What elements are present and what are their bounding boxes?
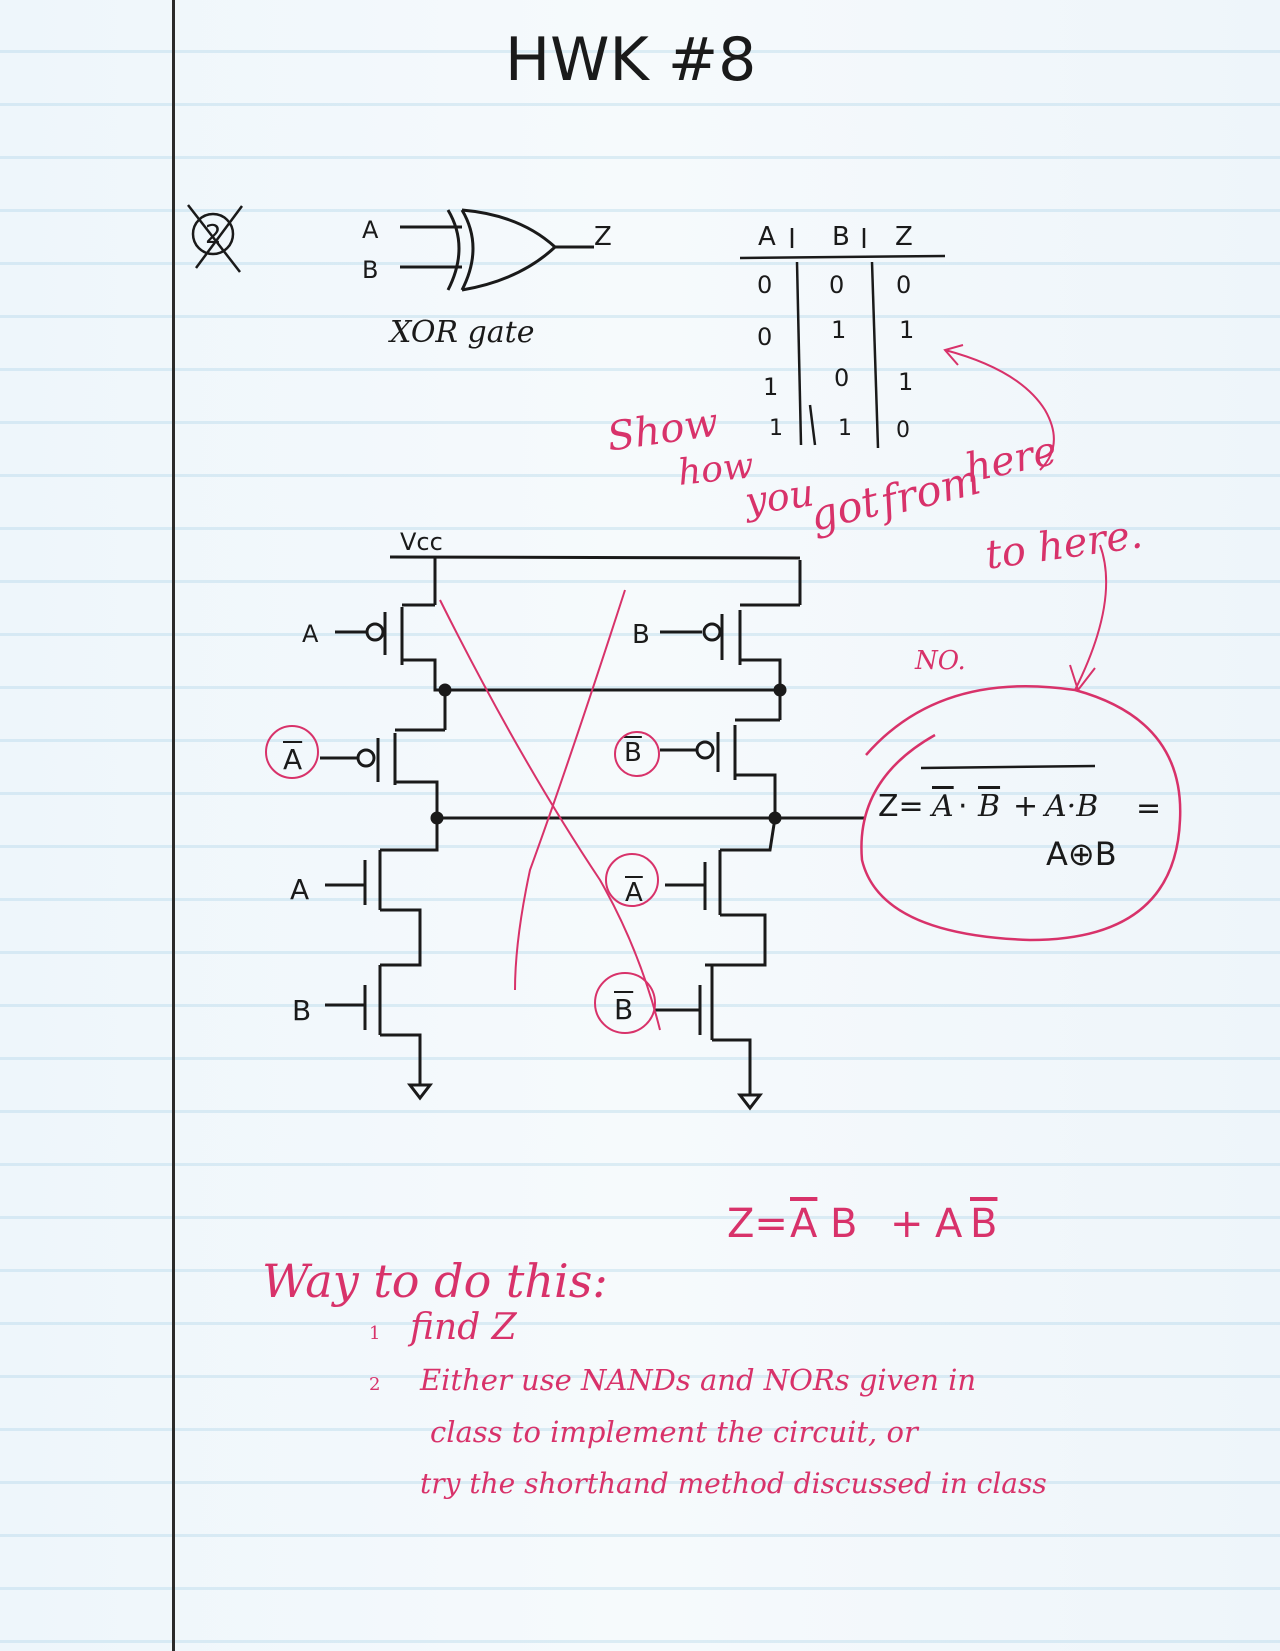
equation-equals: = — [1136, 791, 1162, 826]
comment-no: NO. — [915, 646, 966, 676]
margin-line — [172, 0, 175, 1651]
pmos-b-label: B — [632, 620, 650, 650]
table-cell: 1 — [838, 416, 852, 441]
table-cell: 0 — [896, 271, 912, 299]
table-cell: 0 — [829, 271, 845, 299]
problem-number-mark — [187, 204, 244, 273]
equation-term2: A·B — [1045, 789, 1099, 824]
pmos-b-bar-label: B — [624, 738, 642, 768]
table-cell: 0 — [896, 418, 910, 443]
step2-line3: try the shorthand method discussed in cl… — [420, 1467, 1047, 1500]
equation-result: A⊕B — [1046, 835, 1117, 873]
truth-table-lines — [739, 228, 946, 449]
step2-line2: class to implement the circuit, or — [430, 1415, 918, 1449]
table-cell: 1 — [899, 316, 915, 344]
z-answer-b-bar: B — [970, 1201, 998, 1247]
pmos-a-label: A — [302, 620, 319, 648]
nmos-b-bar-label: B — [614, 993, 634, 1026]
instructions-heading: Way to do this: — [262, 1254, 608, 1308]
equation-b-bar: B — [978, 789, 1001, 824]
z-answer-b: B — [830, 1201, 858, 1247]
table-cell: 1 — [831, 316, 847, 344]
output-node — [430, 811, 866, 825]
nmos-a-label: A — [290, 873, 310, 906]
z-answer-plus: + — [890, 1201, 924, 1247]
equation-a-bar: A — [932, 789, 954, 824]
z-answer-a-bar: A — [790, 1201, 818, 1247]
table-cell: 1 — [769, 416, 783, 441]
gate-caption: XOR gate — [390, 315, 535, 350]
gate-input-a: A — [362, 216, 379, 244]
nmos-network — [325, 817, 777, 1111]
z-answer-lhs: Z= — [727, 1201, 788, 1247]
truth-table-header-b: B — [832, 222, 850, 252]
equation-dot: · — [958, 789, 968, 824]
xor-gate-symbol — [400, 208, 594, 292]
pmos-network — [320, 555, 802, 818]
z-answer-a: A — [935, 1201, 963, 1247]
table-cell: 1 — [898, 368, 914, 396]
nmos-a-bar-label: A — [625, 878, 643, 908]
truth-table-header-z: Z — [895, 222, 913, 252]
table-cell: 0 — [757, 323, 773, 351]
pmos-a-bar-label: A — [283, 743, 303, 776]
step1-number: 1 — [369, 1323, 381, 1344]
step2-number: 2 — [369, 1374, 381, 1395]
table-cell: 0 — [834, 364, 850, 392]
nmos-b-label: B — [292, 994, 312, 1027]
truth-table-header-a: A — [758, 222, 776, 252]
equation-plus: + — [1013, 789, 1039, 824]
equation-lhs: Z= — [878, 789, 924, 824]
equation-circle — [860, 684, 1182, 942]
table-cell: 1 — [763, 373, 779, 401]
gate-output-z: Z — [594, 222, 612, 252]
step1-text: find Z — [410, 1307, 517, 1348]
red-annotations — [265, 344, 1108, 1034]
vcc-label: Vcc — [400, 528, 443, 556]
table-cell: 0 — [757, 271, 773, 299]
gate-input-b: B — [362, 256, 379, 284]
page-title: HWK #8 — [505, 25, 757, 95]
step2-line1: Either use NANDs and NORs given in — [420, 1363, 977, 1397]
